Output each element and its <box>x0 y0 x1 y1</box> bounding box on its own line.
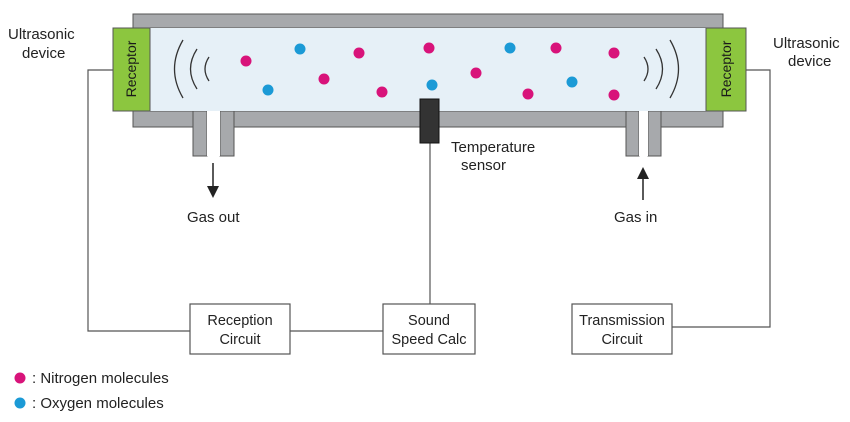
sound-waves-right <box>643 39 680 99</box>
outlet-pipe-right-wall <box>219 110 235 157</box>
sound-speed-calc-line2: Speed Calc <box>392 332 467 348</box>
inlet-pipe-right-wall <box>647 110 662 157</box>
nitrogen-molecule <box>522 88 534 100</box>
nitrogen-molecule <box>240 55 252 67</box>
receptor-left <box>112 27 151 112</box>
nitrogen-molecule <box>550 42 562 54</box>
legend-oxygen-label: : Oxygen molecules <box>32 395 164 412</box>
transmission-circuit-line1: Transmission <box>579 313 665 329</box>
device-left-label-line2: device <box>22 45 65 62</box>
sensor-label-line2: sensor <box>461 157 506 174</box>
wire-right <box>672 69 771 328</box>
sensor-label-line1: Temperature <box>451 139 535 156</box>
device-right-label-line2: device <box>788 53 831 70</box>
wave-left-1 <box>173 39 184 99</box>
legend-nitrogen-dot <box>14 372 26 384</box>
nitrogen-molecule <box>608 47 620 59</box>
wiring <box>87 69 771 332</box>
device-left-label-line1: Ultrasonic <box>8 26 75 43</box>
gas-out-label: Gas out <box>187 209 240 226</box>
oxygen-molecule <box>294 43 306 55</box>
outlet-pipe-bore <box>207 111 220 156</box>
oxygen-molecule <box>426 79 438 91</box>
gas-out-arrow <box>207 163 219 198</box>
oxygen-molecule <box>262 84 274 96</box>
oxygen-molecule <box>504 42 516 54</box>
nitrogen-molecule <box>353 47 365 59</box>
transmission-circuit-line2: Circuit <box>601 332 642 348</box>
sound-waves-left <box>173 39 210 99</box>
wire-left <box>87 69 190 332</box>
receptor-left-label: Receptor <box>123 40 139 97</box>
sound-speed-calc-box <box>382 303 476 355</box>
sound-speed-calc-line1: Sound <box>408 313 450 329</box>
nitrogen-molecule <box>318 73 330 85</box>
molecules <box>240 42 620 101</box>
temperature-sensor <box>419 98 440 144</box>
nitrogen-molecule <box>608 89 620 101</box>
wave-left-2 <box>189 48 198 90</box>
wave-right-3 <box>643 56 649 82</box>
legend-nitrogen-label: : Nitrogen molecules <box>32 370 169 387</box>
device-right-label-line1: Ultrasonic <box>773 35 840 52</box>
nitrogen-molecule <box>470 67 482 79</box>
legend-oxygen-dot <box>14 397 26 409</box>
receptor-right <box>705 27 747 112</box>
inlet-pipe-bore <box>639 111 648 156</box>
transmission-circuit-box <box>571 303 673 355</box>
wave-left-3 <box>204 56 210 82</box>
inlet-pipe-left-wall <box>625 110 640 157</box>
receptor-right-label: Receptor <box>718 40 734 97</box>
reception-circuit-line2: Circuit <box>219 332 260 348</box>
gas-in-arrow <box>637 167 649 200</box>
reception-circuit-line1: Reception <box>207 313 272 329</box>
gas-in-label: Gas in <box>614 209 657 226</box>
wave-right-2 <box>655 48 664 90</box>
oxygen-molecule <box>566 76 578 88</box>
outlet-pipe-left-wall <box>192 110 208 157</box>
nitrogen-molecule <box>423 42 435 54</box>
reception-circuit-box <box>189 303 291 355</box>
nitrogen-molecule <box>376 86 388 98</box>
wave-right-1 <box>669 39 680 99</box>
tube-top-wall <box>132 13 724 29</box>
